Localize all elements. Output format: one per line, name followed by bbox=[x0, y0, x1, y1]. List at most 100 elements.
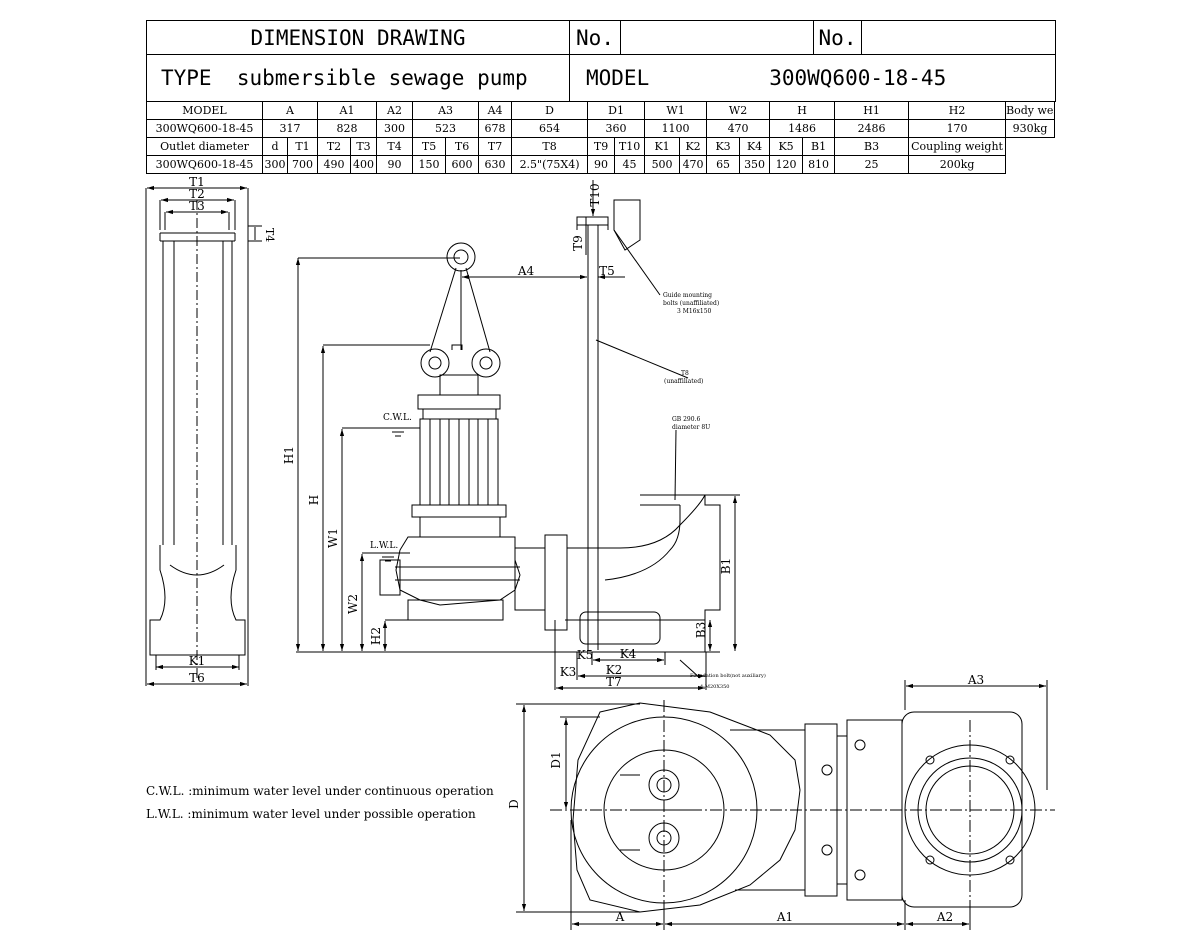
spec-table: MODEL A A1 A2 A3 A4 D D1 W1 W2 H H1 H2 B… bbox=[146, 101, 1055, 174]
no-label-1: No. bbox=[569, 20, 621, 55]
type-value: submersible sewage pump bbox=[236, 66, 528, 90]
model-label: MODEL bbox=[586, 66, 650, 90]
label-K4: K4 bbox=[620, 647, 637, 661]
label-A: A bbox=[615, 910, 625, 924]
label-T7: T7 bbox=[606, 675, 622, 689]
table1-value-row: 300WQ600-18-45 317 828 300 523 678 654 3… bbox=[146, 119, 1055, 138]
t2-v5: 90 bbox=[376, 155, 414, 174]
t2-v9: 2.5"(75X4) bbox=[511, 155, 589, 174]
label-A3: A3 bbox=[967, 673, 984, 687]
t2-h2: T1 bbox=[286, 137, 319, 156]
t2-h10: T9 bbox=[587, 137, 616, 156]
label-K1: K1 bbox=[189, 654, 206, 668]
t2-v13: 470 bbox=[679, 155, 708, 174]
t2-h14: K3 bbox=[706, 137, 741, 156]
label-T4: T4 bbox=[263, 228, 276, 242]
foundation-note-1: Foundation bolt(not auxiliary) bbox=[690, 672, 766, 679]
model-value: 300WQ600-18-45 bbox=[769, 66, 947, 90]
t2-v11: 45 bbox=[614, 155, 646, 174]
t1-h11: H1 bbox=[834, 101, 910, 120]
label-D: D bbox=[507, 799, 521, 809]
table2-value-row: 300WQ600-18-45 300 700 490 400 90 150 60… bbox=[146, 155, 1055, 174]
front-view bbox=[295, 180, 740, 691]
t2-h11: T10 bbox=[614, 137, 646, 156]
guide-note-3: 3 M16x150 bbox=[677, 308, 712, 315]
label-T3: T3 bbox=[189, 199, 205, 213]
t2-h12: K1 bbox=[644, 137, 681, 156]
legend: C.W.L. :minimum water level under contin… bbox=[146, 784, 494, 821]
label-K5: K5 bbox=[577, 648, 594, 662]
t1-v8: 1100 bbox=[644, 119, 708, 138]
label-W2: W2 bbox=[346, 594, 360, 614]
t2-v8: 630 bbox=[478, 155, 513, 174]
legend-lwl: L.W.L. :minimum water level under possib… bbox=[146, 807, 476, 821]
t1-v9: 470 bbox=[706, 119, 771, 138]
label-T5: T5 bbox=[599, 264, 615, 278]
label-H2: H2 bbox=[369, 627, 383, 645]
t2-v1: 300 bbox=[262, 155, 288, 174]
model-cell: MODEL 300WQ600-18-45 bbox=[569, 54, 1056, 102]
t1-v12: 170 bbox=[908, 119, 1007, 138]
label-A4: A4 bbox=[517, 264, 535, 278]
label-H1: H1 bbox=[282, 446, 296, 464]
pipe-note-1: GB 290.6 bbox=[672, 416, 700, 423]
t1-v2: 828 bbox=[317, 119, 378, 138]
t1-v3: 300 bbox=[376, 119, 414, 138]
t1-h9: W2 bbox=[706, 101, 771, 120]
type-cell: TYPE submersible sewage pump bbox=[146, 54, 570, 102]
type-label: TYPE bbox=[161, 66, 212, 90]
label-T2: T2 bbox=[189, 187, 205, 201]
t2-h7: T6 bbox=[445, 137, 480, 156]
t2-v2: 700 bbox=[286, 155, 319, 174]
t1-v13: 930kg bbox=[1005, 119, 1055, 138]
table2-header-row: Outlet diameter d T1 T2 T3 T4 T5 T6 T7 T… bbox=[146, 137, 1055, 156]
t2-v7: 600 bbox=[445, 155, 480, 174]
cwl-label: C.W.L. bbox=[383, 413, 412, 423]
label-T1: T1 bbox=[189, 175, 205, 189]
t1-v4: 523 bbox=[412, 119, 480, 138]
no-label-2: No. bbox=[813, 20, 862, 55]
t2-v18: 25 bbox=[834, 155, 910, 174]
t1-v5: 678 bbox=[478, 119, 513, 138]
label-A2: A2 bbox=[936, 910, 953, 924]
foundation-note-2: 4-M20X350 bbox=[700, 684, 729, 690]
t2-h4: T3 bbox=[350, 137, 378, 156]
t8-note-2: (unaffiliated) bbox=[664, 378, 703, 385]
t8-note-1: T8 bbox=[681, 370, 689, 377]
dimension-labels: T1 T2 T3 T4 K1 T6 H1 H W1 W2 H2 A4 T5 T9… bbox=[189, 175, 984, 924]
t2-h0: Outlet diameter bbox=[146, 137, 263, 156]
label-B3: B3 bbox=[694, 622, 708, 638]
label-T6: T6 bbox=[189, 671, 205, 685]
guide-note-2: bolts (unaffiliated) bbox=[663, 300, 719, 307]
label-T10: T10 bbox=[588, 183, 602, 206]
t2-h17: B1 bbox=[802, 137, 836, 156]
t2-v15: 350 bbox=[739, 155, 771, 174]
no-value-2 bbox=[861, 20, 1056, 55]
label-B1: B1 bbox=[719, 558, 733, 574]
pipe-note-2: diameter 8U bbox=[672, 424, 710, 431]
plan-view bbox=[516, 680, 1055, 930]
lwl-label: L.W.L. bbox=[370, 541, 398, 551]
t2-h5: T4 bbox=[376, 137, 414, 156]
label-W1: W1 bbox=[326, 528, 340, 548]
t2-v0: 300WQ600-18-45 bbox=[146, 155, 263, 174]
guide-note-1: Guide mounting bbox=[663, 292, 712, 299]
label-D1: D1 bbox=[549, 751, 563, 768]
title-block: DIMENSION DRAWING No. No. TYPE submersib… bbox=[146, 20, 1056, 102]
t2-h19: Coupling weight bbox=[908, 137, 1007, 156]
t1-h5: A4 bbox=[478, 101, 513, 120]
drawing-title: DIMENSION DRAWING bbox=[146, 20, 570, 55]
annotations: C.W.L. L.W.L. Guide mounting bolts (unaf… bbox=[370, 292, 766, 690]
t2-h15: K4 bbox=[739, 137, 771, 156]
t2-v19: 200kg bbox=[908, 155, 1007, 174]
label-K3: K3 bbox=[560, 665, 577, 679]
t2-v16: 120 bbox=[769, 155, 804, 174]
t1-v6: 654 bbox=[511, 119, 589, 138]
t1-h4: A3 bbox=[412, 101, 480, 120]
side-view bbox=[145, 185, 262, 687]
legend-cwl: C.W.L. :minimum water level under contin… bbox=[146, 784, 494, 798]
label-A1: A1 bbox=[776, 910, 793, 924]
t2-v3: 490 bbox=[317, 155, 352, 174]
label-K2: K2 bbox=[606, 663, 623, 677]
